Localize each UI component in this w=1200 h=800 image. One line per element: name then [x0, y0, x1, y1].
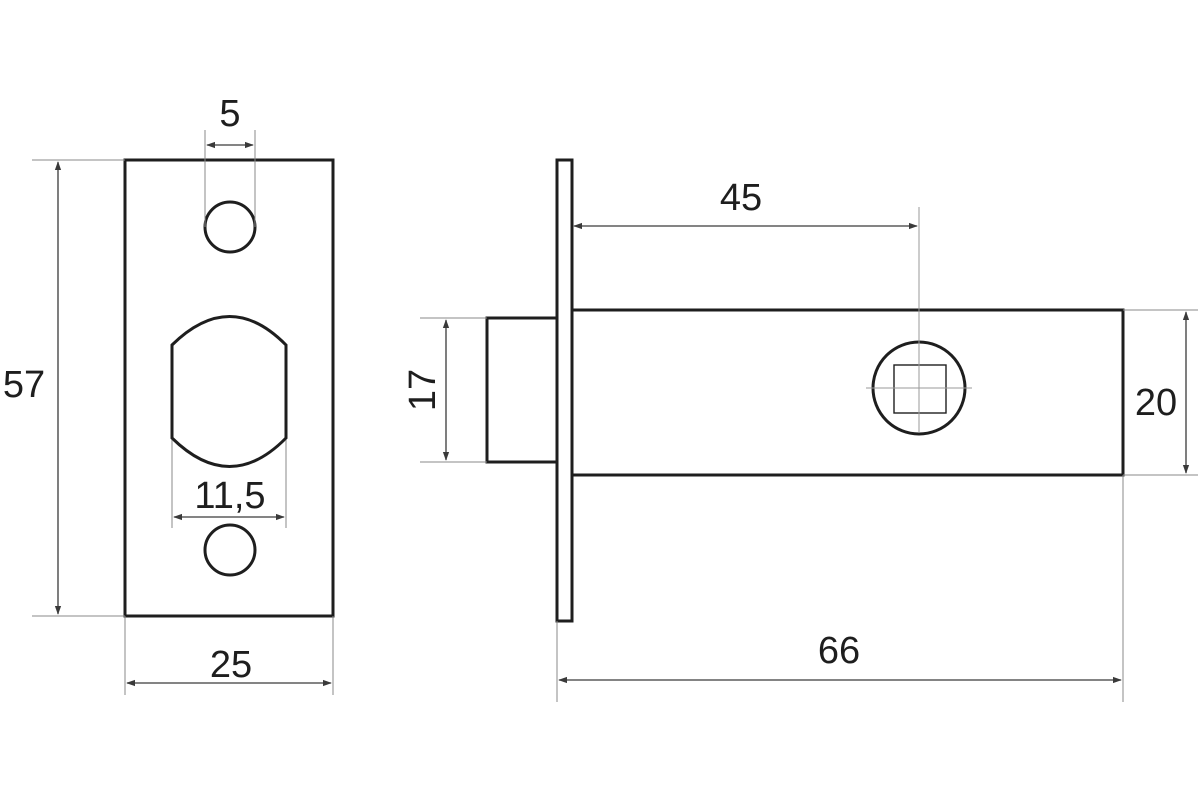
dimension-bolt-height: 17 — [402, 317, 487, 463]
latch-bolt — [485, 316, 559, 464]
plate-width-label: 25 — [210, 644, 252, 686]
screw-hole-top — [203, 200, 257, 254]
latch-body-case — [570, 308, 1125, 477]
dimension-opening-width: 11,5 — [171, 440, 287, 528]
face-plate-front-view — [123, 158, 335, 618]
spindle-square-hole — [893, 364, 947, 414]
dimension-plate-width: 25 — [124, 616, 334, 695]
dimension-plate-height: 57 — [3, 159, 125, 617]
opening-width-label: 11,5 — [194, 475, 265, 517]
screw-hole-bottom — [203, 523, 257, 577]
dimension-body-height: 20 — [1123, 309, 1198, 476]
latch-opening — [170, 315, 288, 468]
side-face-plate — [555, 158, 574, 623]
plate-height-label: 57 — [3, 364, 45, 406]
overall-length-label: 66 — [818, 630, 860, 672]
dimension-spindle-offset: 45 — [573, 177, 918, 230]
latch-side-view — [485, 158, 1125, 623]
face-plate-outline — [123, 158, 335, 618]
dimension-overall-length: 66 — [556, 475, 1124, 702]
hole-diameter-label: 5 — [219, 93, 240, 135]
body-height-label: 20 — [1135, 382, 1177, 424]
bolt-height-label: 17 — [402, 369, 444, 411]
dimension-hole-diameter: 5 — [204, 93, 256, 227]
spindle-offset-label: 45 — [720, 177, 762, 219]
